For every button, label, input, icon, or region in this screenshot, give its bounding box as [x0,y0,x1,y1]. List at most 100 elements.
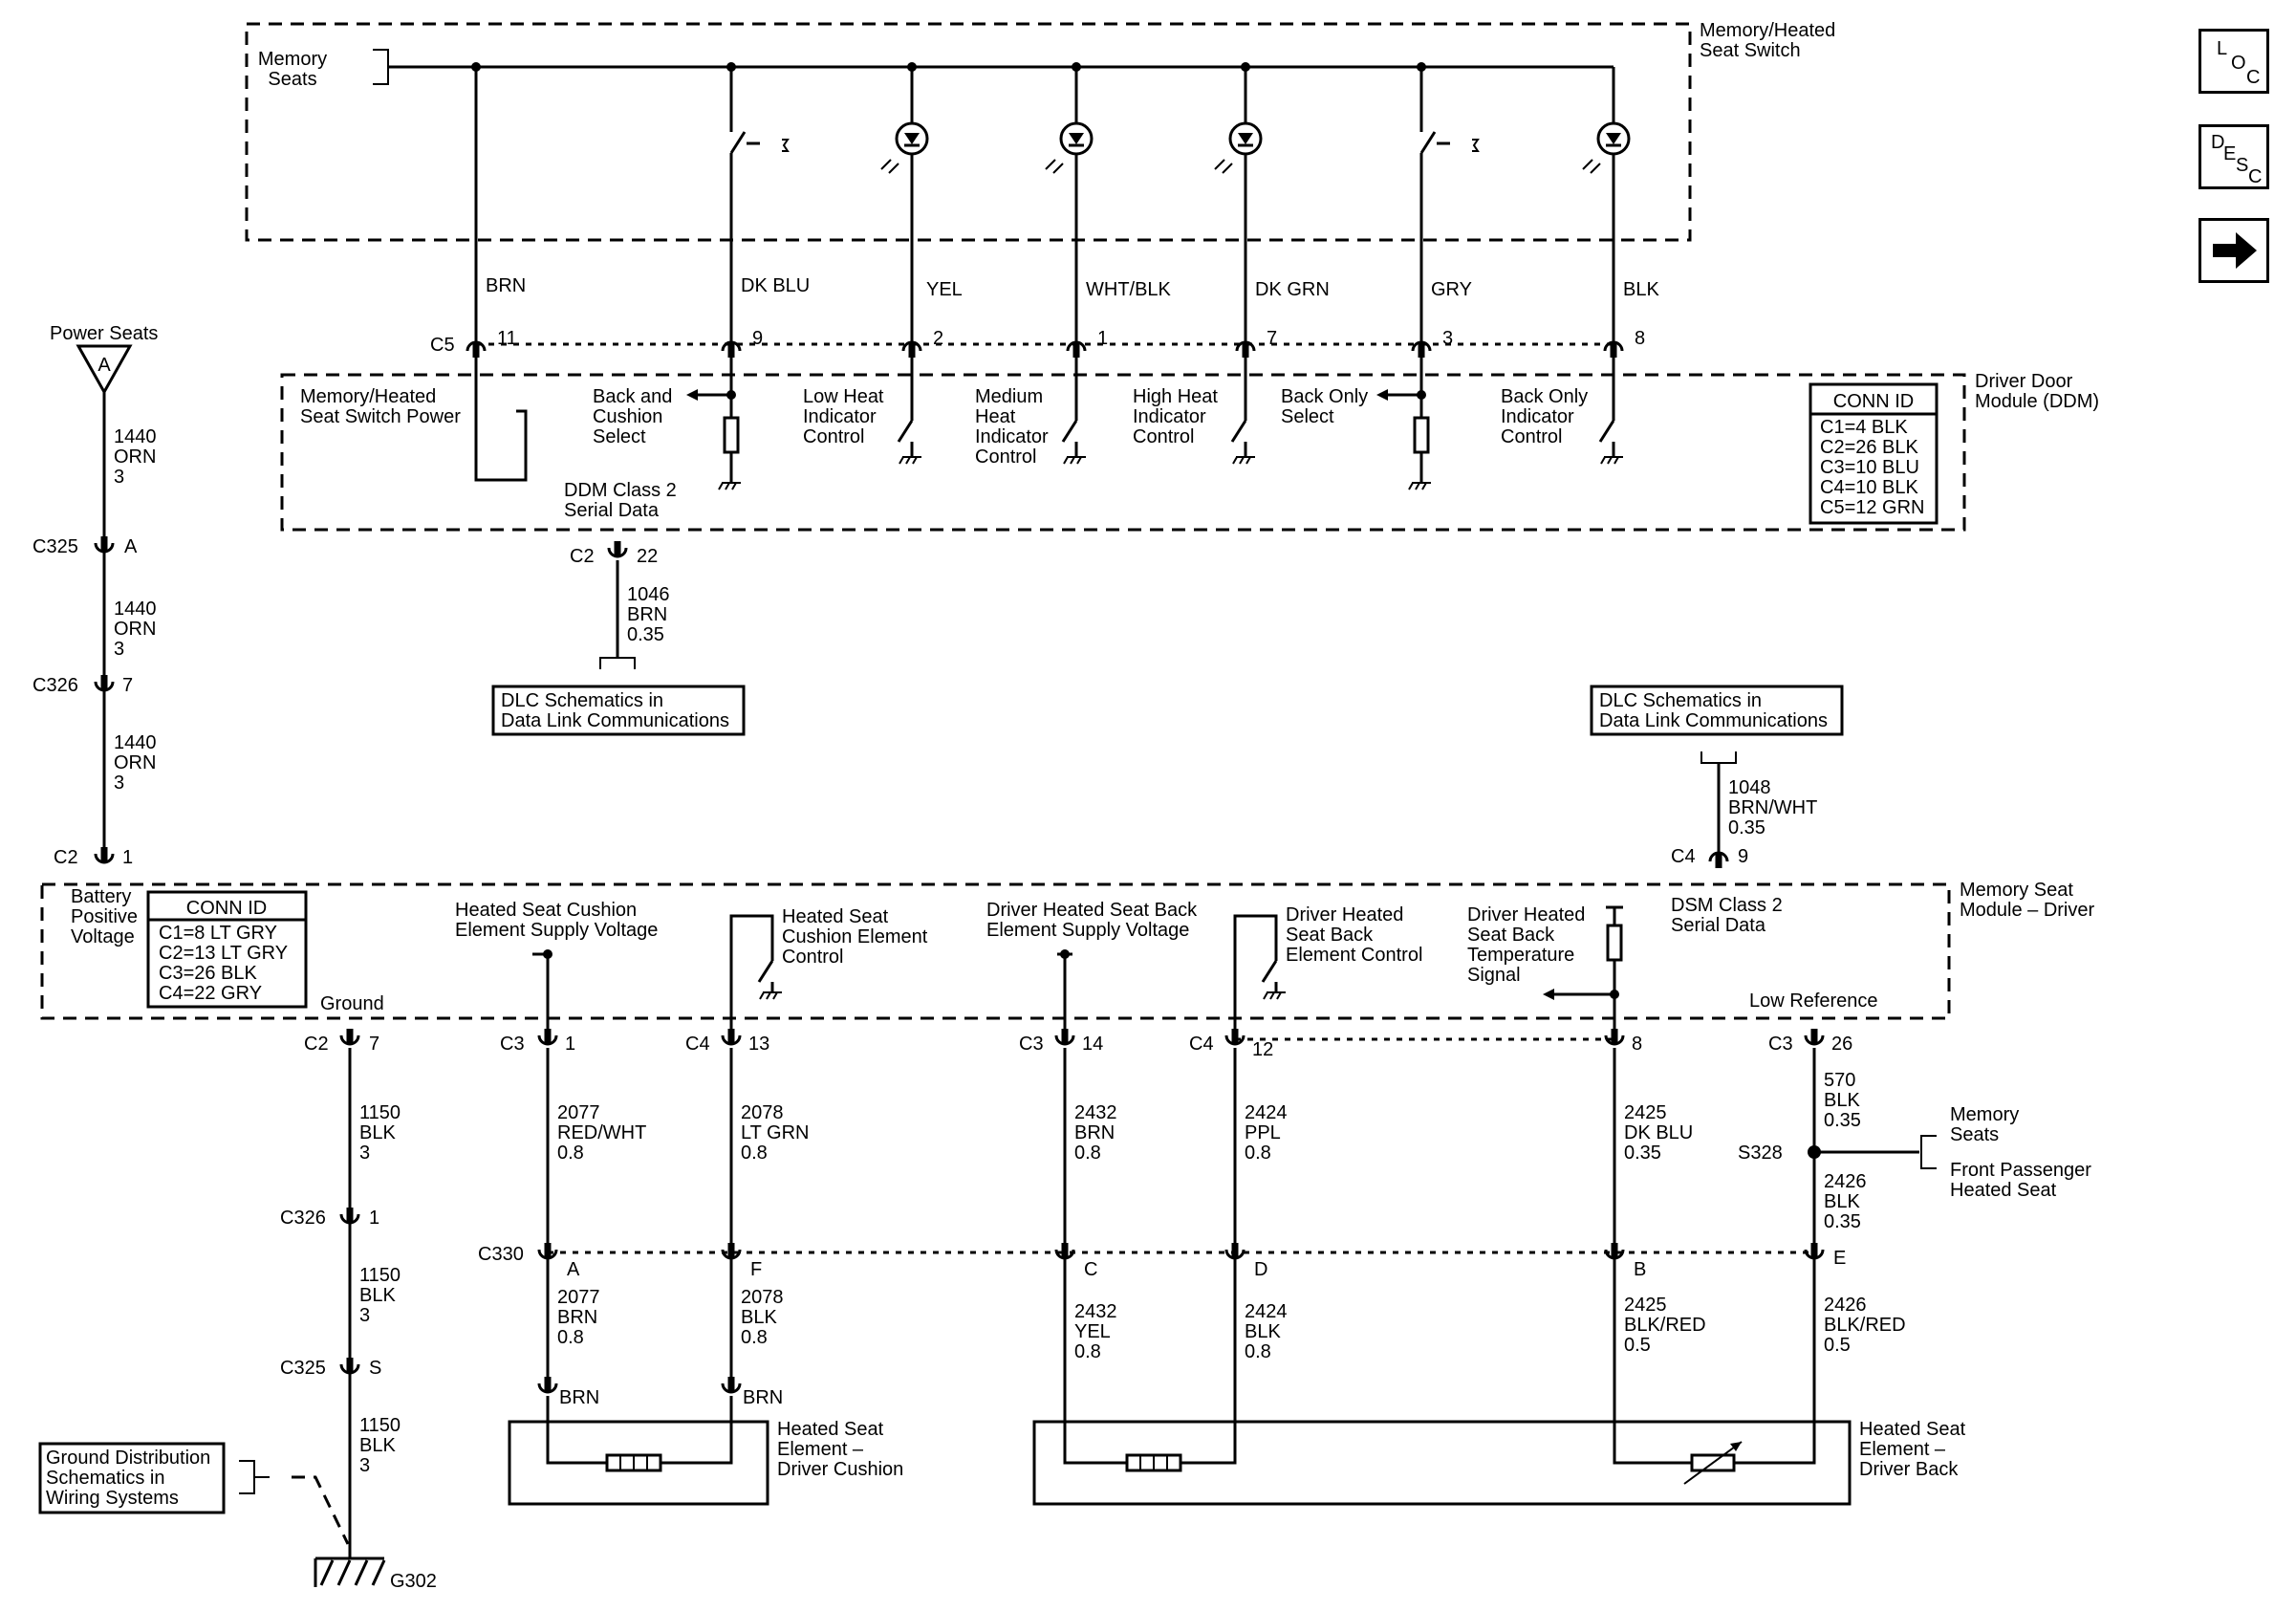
wire-color-2: DK BLU [741,275,810,296]
ddm-internal-circuits [474,356,1624,490]
c330-pin-c: C [1084,1259,1097,1280]
dlc2-conn: C4 [1671,846,1696,867]
arrow-right-icon [2213,232,2257,269]
desc-letter-c: C [2248,166,2263,187]
cushion-end-2: BRN [743,1387,783,1408]
c5-pin-8: 8 [1635,328,1645,349]
msm-ground-label: Ground [320,993,384,1014]
ddm-conn-id-title: CONN ID [1833,391,1914,412]
loc-button[interactable]: L O C [2199,29,2269,94]
out-pin-2: 13 [748,1034,769,1055]
power-seats-ref-letter: A [97,355,111,376]
out-pin-6: 26 [1831,1034,1852,1055]
c326-pin-top: 7 [122,675,133,696]
out-pin-1: 1 [565,1034,575,1055]
c5-pin-11: 11 [497,328,517,349]
c330-label: C330 [478,1244,524,1265]
out-pin-3: 14 [1082,1034,1103,1055]
wire-color-7: BLK [1623,279,1659,300]
c330-pin-b: B [1634,1259,1646,1280]
loc-letter-c: C [2246,67,2261,88]
c5-pin-9: 9 [752,328,763,349]
wire-color-5: DK GRN [1255,279,1330,300]
driver-door-module-box [280,373,1966,532]
wire-color-6: GRY [1431,279,1472,300]
msm-conn-id-box [146,890,308,1009]
c326-pin-ground: 1 [369,1208,379,1229]
c5-pin-1: 1 [1097,328,1108,349]
c325-pin-top: A [124,536,138,557]
wire-color-1: BRN [486,275,526,296]
ddm-conn-id-box [1809,382,1939,525]
desc-letter-d: D [2211,132,2225,153]
msm-conn-c4: C4=22 GRY [159,983,262,1004]
c330-pins [539,1243,1823,1258]
c325-label-ground: C325 [280,1358,326,1379]
desc-letter-s: S [2236,155,2249,176]
c2-pin-ground: 7 [369,1034,379,1055]
wire-color-4: WHT/BLK [1086,279,1172,300]
out-conn-4: C4 [1189,1034,1214,1055]
loc-letter-l: L [2217,38,2228,59]
ddm-conn-c2: C2=26 BLK [1820,437,1919,458]
desc-button[interactable]: D E S C [2199,124,2269,189]
c5-pin-2: 2 [933,328,943,349]
next-button[interactable] [2199,218,2269,283]
memory-heated-seat-switch-box [245,22,1692,242]
out-pin-4: 12 [1252,1039,1273,1060]
c2-label-power: C2 [54,847,78,868]
memory-seat-module-box [40,882,1951,1020]
power-seats-label: Power Seats [50,323,158,344]
s328-label: S328 [1738,1143,1783,1164]
out-conn-2: C4 [685,1034,710,1055]
msm-conn-c2: C2=13 LT GRY [159,943,288,964]
c2-label-ground: C2 [304,1034,329,1055]
ddm-serial-pin: 22 [637,546,658,567]
wire-color-3: YEL [926,279,963,300]
msm-conn-c1: C1=8 LT GRY [159,923,277,944]
ddm-conn-c4: C4=10 BLK [1820,477,1919,498]
c330-pin-d: D [1254,1259,1267,1280]
power-seats-ref [76,344,133,396]
desc-letter-e: E [2223,143,2237,164]
out-conn-3: C3 [1019,1034,1044,1055]
ddm-serial-conn: C2 [570,546,595,567]
c2-pin-power: 1 [122,847,133,868]
c5-pin-3: 3 [1442,328,1453,349]
